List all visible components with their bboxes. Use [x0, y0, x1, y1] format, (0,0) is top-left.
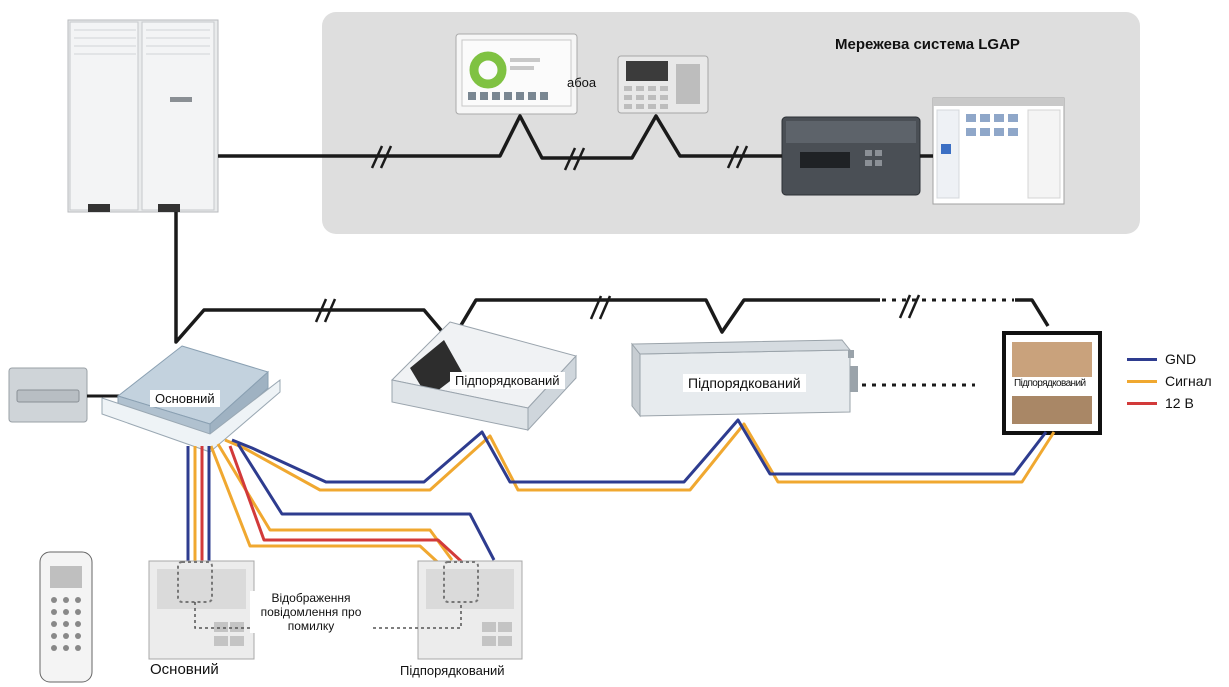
outdoor-unit [67, 19, 219, 213]
slave-controller-label: Підпорядкований [400, 663, 505, 678]
power-wires [200, 445, 464, 564]
wireless-remote [39, 551, 93, 683]
error-message-label: Відображення повідомлення про помилку [250, 591, 372, 633]
legend-power-label: 12 В [1165, 395, 1194, 411]
wired-controller-slave [417, 560, 523, 660]
network-system-title: Мережева система LGAP [835, 36, 1020, 53]
legend-gnd-swatch [1127, 357, 1157, 361]
gateway-unit [781, 116, 921, 196]
slave-wall-label: Підпорядкований [1012, 377, 1088, 390]
legend-signal-swatch [1127, 379, 1157, 383]
slave-cassette-label: Підпорядкований [450, 372, 565, 389]
legend-power-swatch [1127, 401, 1157, 405]
main-controller-label: Основний [150, 661, 219, 678]
central-keypad-controller [617, 55, 709, 114]
legend-gnd: GND [1127, 349, 1196, 369]
comm-line-indoor [174, 212, 1050, 344]
central-touch-controller [455, 33, 578, 115]
gnd-wires [186, 418, 1048, 562]
slave-duct-label: Підпорядкований [683, 374, 806, 392]
pc-software-window [932, 97, 1065, 205]
or-label: абоа [567, 75, 597, 90]
dry-contact-module [8, 367, 122, 423]
break-marks-indoor [314, 294, 921, 323]
signal-wires [209, 422, 1056, 570]
break-marks-network [370, 145, 749, 171]
legend-signal-label: Сигнал [1165, 373, 1212, 389]
wired-controller-main [148, 560, 255, 660]
main-unit-label: Основний [150, 390, 220, 407]
legend-gnd-label: GND [1165, 351, 1197, 367]
comm-line-network [218, 114, 933, 160]
main-controller-wires [193, 446, 211, 562]
legend-power: 12 В [1127, 393, 1194, 413]
legend-signal: Сигнал [1127, 371, 1212, 391]
